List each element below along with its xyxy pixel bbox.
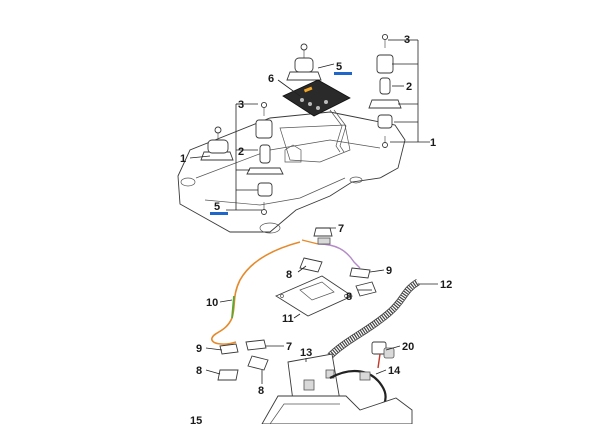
callout-8-lower-centre: 8 xyxy=(258,385,264,397)
leader-lines xyxy=(189,39,438,384)
callout-14: 14 xyxy=(388,365,401,377)
callout-1-left: 1 xyxy=(180,153,186,165)
callout-12: 12 xyxy=(440,279,452,291)
callout-8-right: 8 xyxy=(346,291,352,303)
callout-6: 6 xyxy=(268,73,274,85)
top-foot xyxy=(286,43,322,81)
callout-7-lower: 7 xyxy=(286,341,292,353)
sensor-20 xyxy=(371,341,395,369)
callout-10: 10 xyxy=(206,297,218,309)
callout-20: 20 xyxy=(402,341,414,353)
callout-15: 15 xyxy=(190,415,202,424)
ribbon-cable xyxy=(327,278,420,359)
callout-9-lower: 9 xyxy=(196,343,202,355)
callout-9-right: 9 xyxy=(386,265,392,277)
callout-7-top: 7 xyxy=(338,223,344,235)
mounting-plate xyxy=(275,275,353,317)
highlight-bar-5-top xyxy=(334,72,352,75)
highlight-bar-5-left xyxy=(210,212,228,215)
callout-8-upper-left: 8 xyxy=(286,269,292,281)
callout-11: 11 xyxy=(282,313,294,325)
lower-frame xyxy=(261,395,413,424)
callout-5-left: 5 xyxy=(214,201,220,213)
display-control-panel xyxy=(282,79,351,153)
upper-housing xyxy=(177,111,406,234)
connectors-and-clips xyxy=(217,227,377,381)
callout-3-right: 3 xyxy=(404,34,410,46)
callout-2-left: 2 xyxy=(238,146,244,158)
callout-2-right: 2 xyxy=(406,81,412,93)
callout-labels: 1 3 2 5 6 5 3 2 1 7 8 9 8 12 10 11 9 7 1… xyxy=(180,34,452,424)
callout-3-left: 3 xyxy=(238,99,244,111)
left-foot-stack xyxy=(200,101,284,215)
callout-8-lower-left: 8 xyxy=(196,365,202,377)
callout-13: 13 xyxy=(300,347,312,359)
callout-1-right: 1 xyxy=(430,137,436,149)
callout-5-top: 5 xyxy=(336,61,342,73)
